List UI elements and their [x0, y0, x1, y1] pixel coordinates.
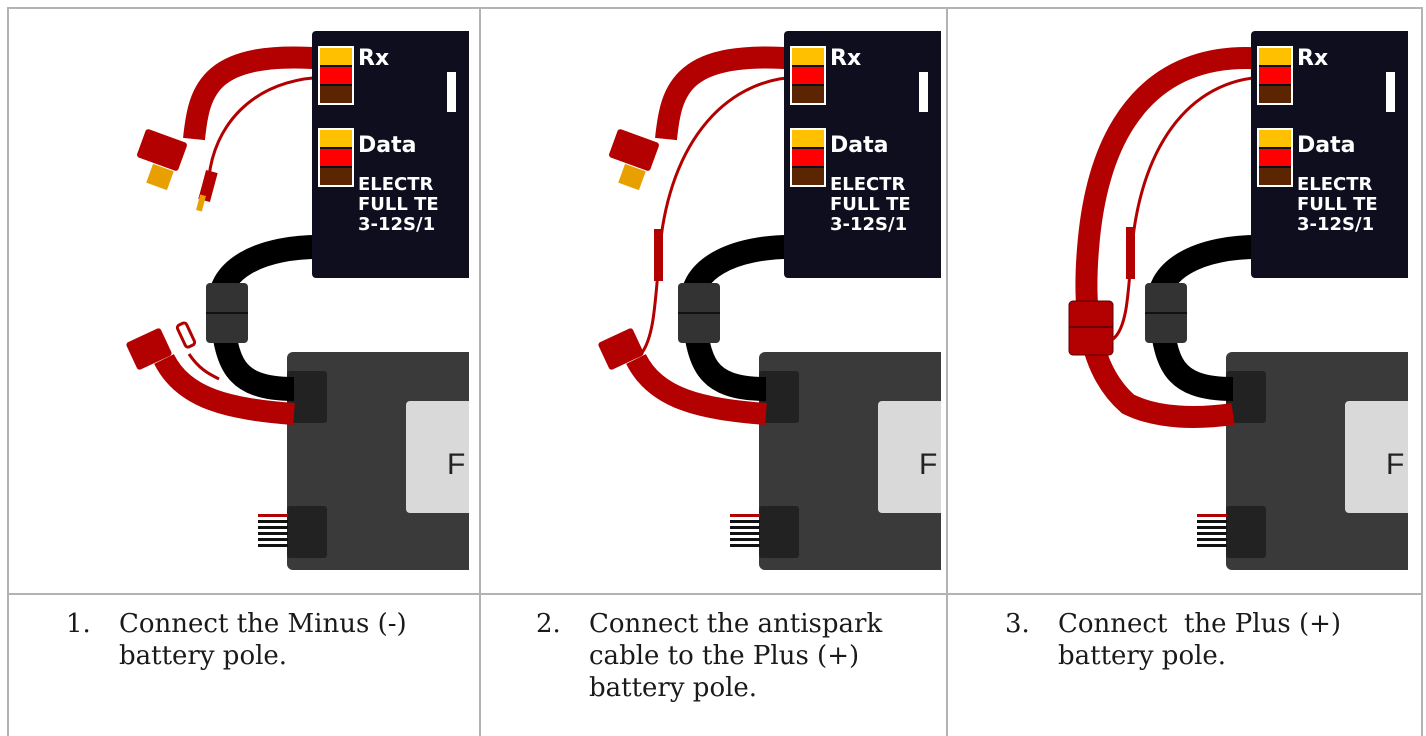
esc-data-label: Data: [830, 133, 888, 158]
esc-rx-label: Rx: [830, 46, 861, 71]
antispark-connector: [1126, 227, 1135, 279]
step-1-caption: 1. Connect the Minus (-) battery pole.: [66, 608, 466, 728]
step-2-caption: 2. Connect the antispark cable to the Pl…: [536, 608, 936, 728]
step-3-illustration: F: [948, 9, 1408, 593]
caption-line: battery pole.: [589, 673, 758, 703]
esc-data-label: Data: [1297, 133, 1355, 158]
caption-line: battery pole.: [119, 641, 288, 671]
caption-line: cable to the Plus (+): [589, 641, 860, 671]
esc-plus-connector: [137, 129, 187, 171]
esc-plus-lead: [655, 46, 800, 141]
esc-plus-connector: [609, 129, 659, 171]
esc: Rx Data ELECTR FULL TE 3-12S/1: [1251, 31, 1408, 278]
antispark-cable: [639, 75, 800, 355]
esc-plus-lead: [183, 46, 328, 141]
esc: Rx Data ELECTR FULL TE 3-12S/1: [784, 31, 941, 278]
caption-line: battery pole.: [1058, 641, 1227, 671]
esc-text-line: FULL TE: [358, 194, 439, 215]
battery-plus-connector: [598, 328, 644, 370]
step-2-illustration: F: [481, 9, 941, 593]
step-3-caption: 3. Connect the Plus (+) battery pole.: [1005, 608, 1405, 728]
esc-plus-lead-connected: [1075, 47, 1268, 428]
step-number: 3.: [1005, 609, 1030, 639]
battery-label: F: [447, 448, 465, 481]
table-column-divider-2: [946, 7, 948, 736]
step-number: 1.: [66, 609, 91, 639]
step-1-illustration: F: [9, 9, 469, 593]
battery: F: [730, 352, 941, 570]
caption-line: Connect the antispark: [589, 609, 883, 639]
antispark-cable: [207, 75, 328, 178]
esc-text-line: ELECTR: [830, 174, 906, 195]
battery: F: [258, 352, 469, 570]
battery: F: [1197, 352, 1408, 570]
table-row-divider: [7, 593, 1423, 595]
table-column-divider-1: [479, 7, 481, 736]
battery-plus-connector: [126, 328, 172, 370]
table-border-left: [7, 7, 9, 736]
esc-text-line: ELECTR: [358, 174, 434, 195]
esc-text-line: FULL TE: [1297, 194, 1378, 215]
table-border-top: [7, 7, 1423, 9]
esc-text-line: FULL TE: [830, 194, 911, 215]
red-battery-lead: [626, 353, 767, 425]
battery-label: F: [919, 448, 937, 481]
esc: Rx Data ELECTR FULL TE 3-12S/1: [312, 31, 469, 278]
caption-line: Connect the Plus (+): [1058, 609, 1342, 639]
esc-text-line: ELECTR: [1297, 174, 1373, 195]
table-border-right: [1421, 7, 1423, 736]
esc-data-label: Data: [358, 133, 416, 158]
antispark-connector: [654, 229, 663, 281]
red-battery-lead: [154, 353, 295, 425]
step-number: 2.: [536, 609, 561, 639]
caption-line: Connect the Minus (-): [119, 609, 407, 639]
esc-text-line: 3-12S/1: [1297, 214, 1374, 235]
esc-rx-label: Rx: [1297, 46, 1328, 71]
esc-text-line: 3-12S/1: [358, 214, 435, 235]
esc-rx-label: Rx: [358, 46, 389, 71]
battery-label: F: [1386, 448, 1404, 481]
esc-text-line: 3-12S/1: [830, 214, 907, 235]
antispark-cable: [1111, 75, 1267, 341]
